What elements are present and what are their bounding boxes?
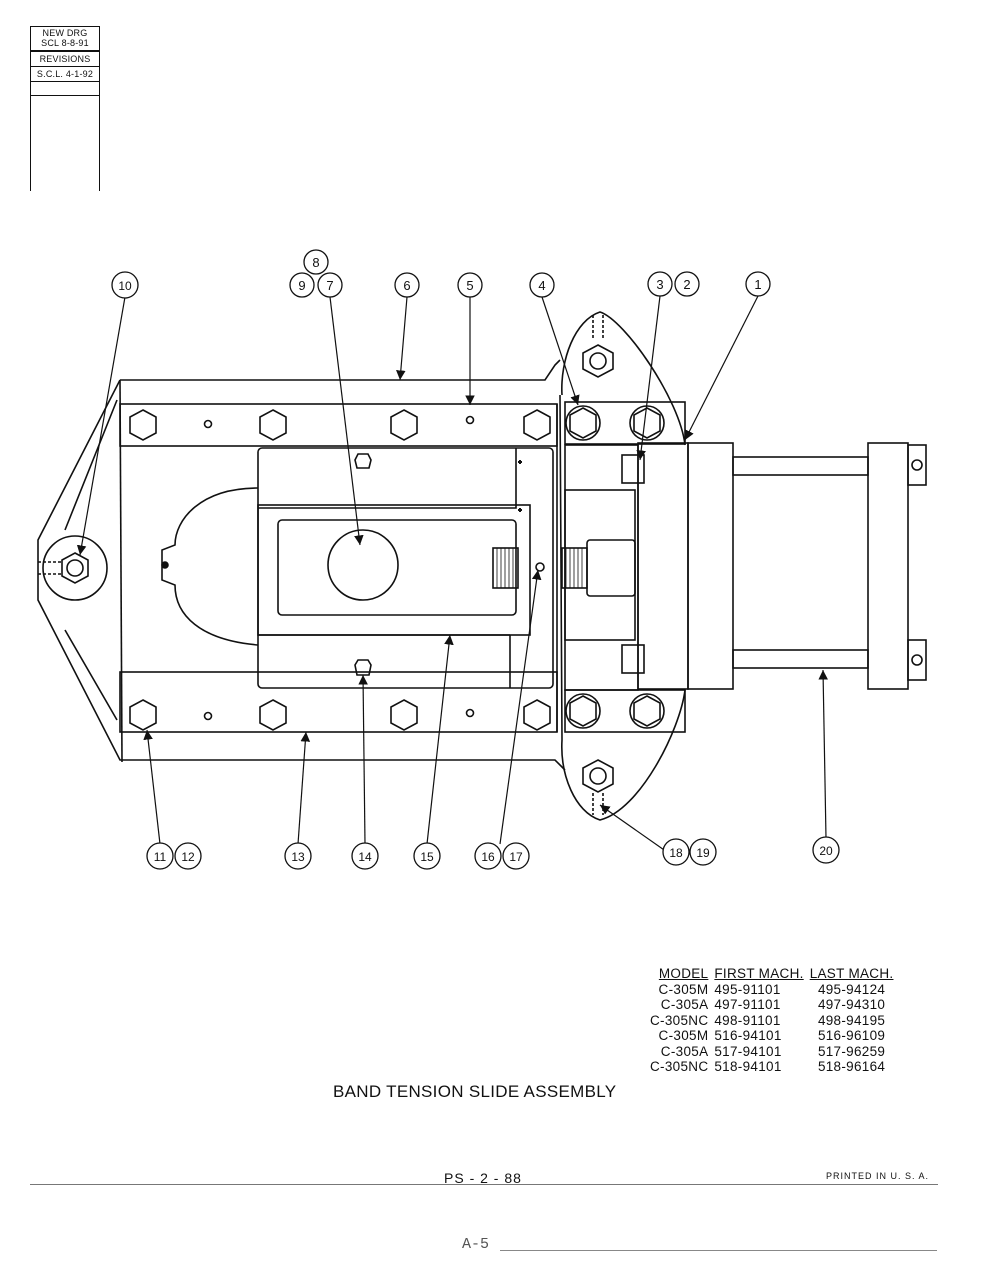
base-plate-outline xyxy=(37,359,566,771)
callout-12-number: 12 xyxy=(181,850,195,864)
callout-7-number: 7 xyxy=(326,278,333,293)
drawing-title: BAND TENSION SLIDE ASSEMBLY xyxy=(333,1082,617,1101)
callout-8-number: 8 xyxy=(312,255,319,270)
first-mach-cell: 518-94101 xyxy=(714,1059,782,1074)
table-row: C-305NC 498-91101 498-94195 xyxy=(650,1013,899,1029)
callout-14-number: 14 xyxy=(358,850,372,864)
callout-4-number: 4 xyxy=(538,278,545,293)
revision-block: NEW DRG SCL 8-8-91 REVISIONS S.C.L. 4-1-… xyxy=(30,26,100,191)
callout-numbers: 1 2 3 4 5 6 7 8 9 10 11 12 13 14 15 16 1… xyxy=(118,255,833,864)
sheet-rule xyxy=(500,1250,937,1251)
table-row: C-305NC 518-94101 518-96164 xyxy=(650,1059,899,1075)
callout-1-number: 1 xyxy=(754,277,761,292)
first-mach-cell: 516-94101 xyxy=(714,1028,782,1043)
table-row: C-305M 516-94101 516-96109 xyxy=(650,1028,899,1044)
bottom-row-bolts xyxy=(129,699,551,731)
revision-entry: S.C.L. 4-1-92 xyxy=(36,69,94,79)
model-cell: C-305NC xyxy=(650,1012,709,1028)
pivot-hole xyxy=(327,529,399,601)
table-row: C-305A 497-91101 497-94310 xyxy=(650,997,899,1013)
cylinder-end-cap xyxy=(867,442,909,690)
callout-19 xyxy=(689,838,717,866)
model-cell: C-305A xyxy=(660,997,709,1012)
callout-14 xyxy=(351,842,379,870)
callout-17 xyxy=(502,842,530,870)
last-mach-cell: 517-96259 xyxy=(817,1043,886,1059)
callout-15-number: 15 xyxy=(420,850,434,864)
cylinder-flange xyxy=(637,442,689,690)
top-bar xyxy=(119,403,558,447)
model-cell: C-305M xyxy=(658,1028,709,1043)
last-mach-cell: 518-96164 xyxy=(817,1059,886,1074)
callout-6-number: 6 xyxy=(403,278,410,293)
callout-20 xyxy=(812,836,840,864)
callout-16 xyxy=(474,842,502,870)
model-cell: C-305M xyxy=(658,981,709,997)
callout-13-number: 13 xyxy=(291,850,305,864)
column-header-last-mach: LAST MACH. xyxy=(809,966,894,981)
column-header-first-mach: FIRST MACH. xyxy=(714,966,804,981)
new-drawing-date: SCL 8-8-91 xyxy=(41,38,89,48)
callout-17-number: 17 xyxy=(509,850,523,864)
printed-in-label: PRINTED IN U. S. A. xyxy=(826,1171,930,1181)
callout-8 xyxy=(303,249,329,275)
footer-rule xyxy=(30,1184,938,1185)
model-serial-table: MODEL FIRST MACH. LAST MACH. C-305M 495-… xyxy=(650,966,899,1075)
model-cell: C-305A xyxy=(660,1043,709,1059)
callout-10 xyxy=(111,271,139,299)
callout-11-number: 11 xyxy=(154,850,167,864)
callout-3-number: 3 xyxy=(656,277,663,292)
callout-2 xyxy=(674,271,700,297)
table-row: C-305M 495-91101 495-94124 xyxy=(650,982,899,998)
first-mach-cell: 498-91101 xyxy=(714,1012,781,1028)
last-mach-cell: 498-94195 xyxy=(817,1012,886,1028)
callout-10-number: 10 xyxy=(118,279,132,293)
callout-balloons xyxy=(111,249,840,870)
revisions-label: REVISIONS xyxy=(39,54,91,64)
callout-19-number: 19 xyxy=(696,846,710,860)
callout-11 xyxy=(146,842,174,870)
bottom-bar xyxy=(119,671,558,733)
first-mach-cell: 495-91101 xyxy=(714,981,781,997)
top-row-bolts xyxy=(129,409,551,441)
last-mach-cell: 495-94124 xyxy=(817,981,886,997)
callout-4 xyxy=(529,272,555,298)
new-drawing-label: NEW DRG xyxy=(42,28,88,38)
callout-5 xyxy=(457,272,483,298)
callout-2-number: 2 xyxy=(683,277,690,292)
table-header-row: MODEL FIRST MACH. LAST MACH. xyxy=(650,966,899,982)
callout-1 xyxy=(745,271,771,297)
callout-9 xyxy=(289,272,315,298)
callout-18-number: 18 xyxy=(669,846,683,860)
leader-lines xyxy=(76,295,828,853)
callout-7 xyxy=(317,272,343,298)
callout-12 xyxy=(174,842,202,870)
callout-5-number: 5 xyxy=(466,278,473,293)
sheet-number: A-5 xyxy=(462,1236,490,1253)
table-row: C-305A 517-94101 517-96259 xyxy=(650,1044,899,1060)
callout-20-number: 20 xyxy=(819,844,833,858)
callout-6 xyxy=(394,272,420,298)
last-mach-cell: 516-96109 xyxy=(817,1028,886,1043)
model-cell: C-305NC xyxy=(650,1059,709,1074)
first-mach-cell: 497-91101 xyxy=(714,997,781,1012)
mounting-bracket xyxy=(559,311,686,821)
first-mach-cell: 517-94101 xyxy=(714,1043,782,1059)
cylinder-body xyxy=(687,442,734,690)
page-code: PS - 2 - 88 xyxy=(444,1170,522,1186)
callout-13 xyxy=(284,842,312,870)
callout-18 xyxy=(662,838,690,866)
last-mach-cell: 497-94310 xyxy=(817,997,886,1012)
callout-3 xyxy=(647,271,673,297)
callout-16-number: 16 xyxy=(481,850,495,864)
callout-9-number: 9 xyxy=(298,278,305,293)
column-header-model: MODEL xyxy=(658,966,709,981)
callout-15 xyxy=(413,842,441,870)
